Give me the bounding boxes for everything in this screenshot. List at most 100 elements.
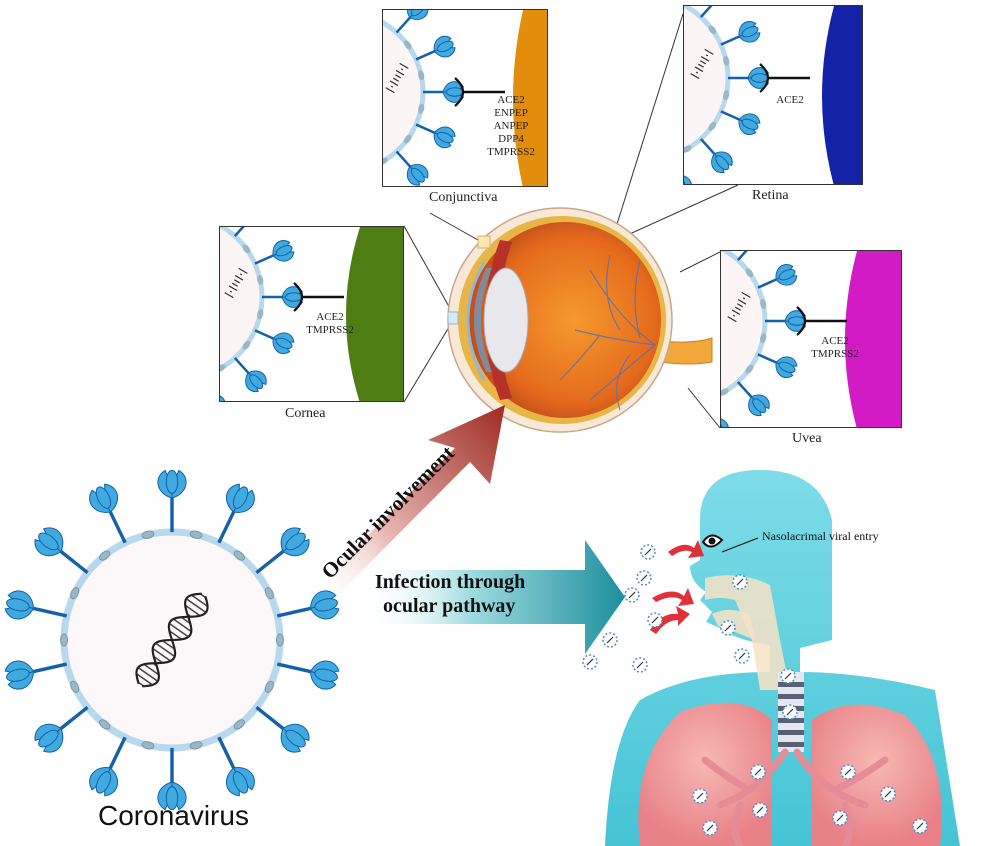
infection-label-line2: ocular pathway <box>383 595 515 617</box>
spike-protein <box>34 705 89 753</box>
spike-protein <box>276 590 340 620</box>
spike-protein <box>684 174 692 184</box>
receptor-label: ACE2 <box>497 94 525 106</box>
virus-particle-icon <box>720 620 736 636</box>
spike-protein <box>415 35 456 61</box>
spike-protein <box>255 527 310 575</box>
receptor-label: TMPRSS2 <box>306 324 354 336</box>
virus-particle-icon <box>602 632 618 648</box>
cornea-receptor-list: ACE2 TMPRSS2 <box>300 311 360 337</box>
spike-protein <box>233 227 250 237</box>
virus-particle-icon <box>702 820 718 836</box>
virus-particle-icon <box>840 764 856 780</box>
virus-particle-icon <box>752 802 768 818</box>
spike-protein <box>699 138 733 174</box>
spike-protein <box>699 6 716 18</box>
ocular-involvement-label: Ocular involvement <box>317 441 459 583</box>
dna-helix-icon <box>135 592 209 688</box>
spike-protein <box>736 251 753 261</box>
spike-protein <box>721 417 729 427</box>
conjunctiva-cell-illustration <box>383 10 547 187</box>
virus-particle-icon <box>780 668 796 684</box>
spike-protein <box>254 239 295 265</box>
spike-protein <box>89 483 127 544</box>
virus-particle-icon <box>632 657 648 673</box>
spike-protein <box>217 736 255 797</box>
receptor-label: ACE2 <box>316 311 344 323</box>
spike-protein <box>217 483 255 544</box>
retina-caption: Retina <box>752 188 789 203</box>
spike-protein <box>220 393 226 401</box>
conjunctiva-receptor-list: ACE2 ENPEP ANPEP DPP4 TMPRSS2 <box>481 94 541 159</box>
virus-particle-icon <box>750 764 766 780</box>
eyeball-illustration <box>447 207 713 433</box>
retina-tissue <box>822 6 862 184</box>
spike-protein <box>720 110 761 136</box>
uvea-receptor-list: ACE2 TMPRSS2 <box>805 335 865 361</box>
cornea-cell-illustration <box>220 227 403 401</box>
receptor-label: TMPRSS2 <box>811 348 859 360</box>
entry-arrows <box>650 540 704 634</box>
spike-protein <box>276 660 340 690</box>
virus-particle-icon <box>692 788 708 804</box>
receptor-label: DPP4 <box>498 133 524 145</box>
spike-protein <box>395 150 429 186</box>
spike-protein <box>157 748 187 811</box>
uvea-panel: ACE2 TMPRSS2 <box>720 250 902 428</box>
spike-protein <box>89 736 127 797</box>
spike-protein <box>720 20 761 46</box>
retina-panel: ACE2 <box>683 5 863 185</box>
spike-protein <box>728 67 770 89</box>
receptor-label: ANPEP <box>493 120 529 132</box>
viral-particles <box>582 544 928 836</box>
receptor-label: ACE2 <box>776 94 804 106</box>
ocular-involvement-arrow <box>318 405 505 600</box>
retina-receptor-list: ACE2 <box>770 94 810 107</box>
spike-protein <box>34 527 89 575</box>
cornea-tissue <box>346 227 403 401</box>
virus-particle-icon <box>582 654 598 670</box>
infection-arrow <box>365 540 625 654</box>
virus-particle-icon <box>880 786 896 802</box>
uvea-caption: Uvea <box>792 431 822 446</box>
virus-particle-icon <box>832 810 848 826</box>
retina-cell-illustration <box>684 6 862 184</box>
cornea-panel: ACE2 TMPRSS2 <box>219 226 404 402</box>
spike-protein <box>395 10 429 34</box>
uvea-cell-illustration <box>721 251 901 427</box>
spike-protein <box>233 357 267 393</box>
spike-protein <box>757 353 798 379</box>
conjunctiva-caption: Conjunctiva <box>429 190 498 205</box>
coronavirus-label: Coronavirus <box>98 800 249 831</box>
spike-protein <box>254 329 295 355</box>
receptor-label: ACE2 <box>821 335 849 347</box>
spike-protein <box>765 310 807 332</box>
spike-protein <box>4 590 68 620</box>
virus-particle-icon <box>912 818 928 834</box>
nasolacrimal-annotation: Nasolacrimal viral entry <box>762 529 879 543</box>
receptor-label: TMPRSS2 <box>487 146 535 158</box>
spike-protein <box>736 381 770 417</box>
spike-protein <box>383 165 390 187</box>
spike-protein <box>262 286 304 308</box>
virus-particle-icon <box>640 544 656 560</box>
virus-particle-icon <box>732 574 748 590</box>
spike-protein <box>4 660 68 690</box>
virus-particle-icon <box>624 587 640 603</box>
cornea-caption: Cornea <box>285 406 326 421</box>
spike-protein <box>415 123 456 149</box>
spike-protein <box>255 705 310 753</box>
virus-particle-icon <box>734 648 750 664</box>
virus-particle-icon <box>647 612 663 628</box>
human-head-lungs-illustration <box>605 470 960 846</box>
conjunctiva-tissue <box>513 10 547 186</box>
spike-protein <box>423 81 465 103</box>
virus-particle-icon <box>636 570 652 586</box>
virus-particle-icon <box>782 704 798 720</box>
uvea-tissue <box>845 251 901 427</box>
infection-label-line1: Infection through <box>375 571 525 593</box>
spike-protein <box>757 263 798 289</box>
coronavirus-illustration <box>4 469 340 811</box>
